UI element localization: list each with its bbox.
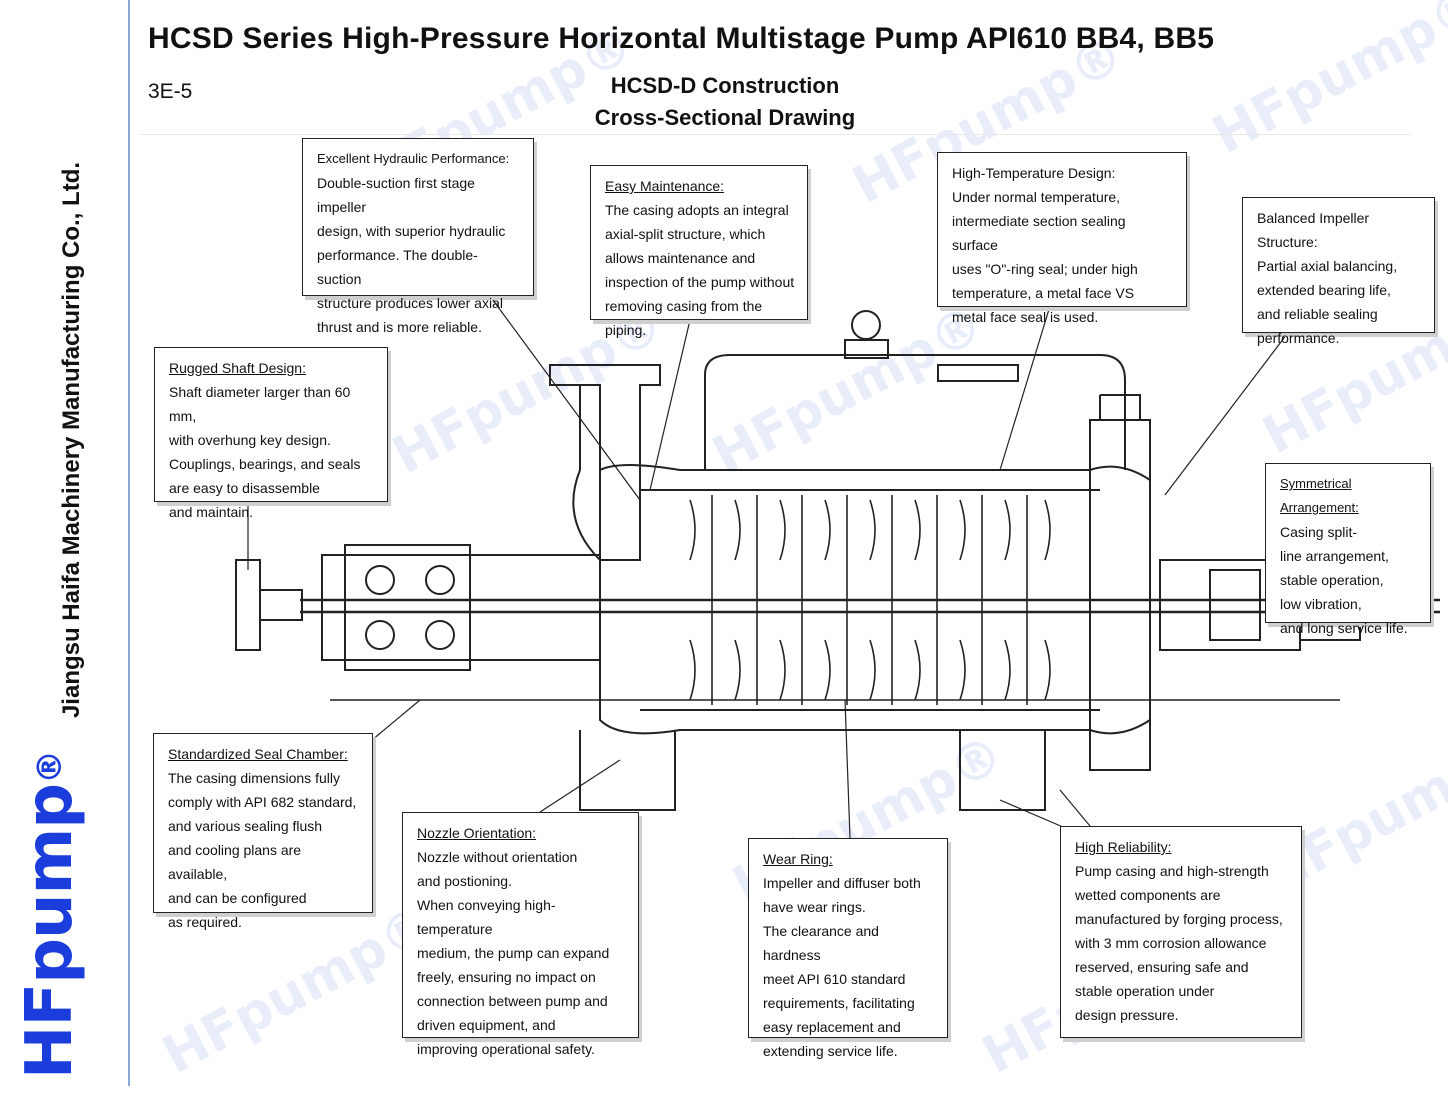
discharge-nozzle <box>959 730 1046 811</box>
drawing-code: 3E-5 <box>148 80 193 103</box>
callout-heading: High Reliability: <box>1075 839 1172 855</box>
lifting-eye <box>851 310 881 340</box>
callout-nozzle-orientation: Nozzle Orientation: Nozzle without orien… <box>402 812 639 1057</box>
callout-heading: High-Temperature Design: <box>952 165 1116 181</box>
callout-text: Casing split- line arrangement, stable o… <box>1280 524 1408 636</box>
leader-lines <box>247 295 1291 839</box>
coupling-flange <box>235 559 261 651</box>
callout-heading: Excellent Hydraulic Performance: <box>317 151 510 166</box>
callout-easy-maintenance: Easy Maintenance: The casing adopts an i… <box>590 165 808 338</box>
right-bearing-housing <box>1159 559 1301 651</box>
callout-heading: Nozzle Orientation: <box>417 825 537 841</box>
callout-seal-chamber: Standardized Seal Chamber: The casing di… <box>153 733 373 930</box>
callout-text: Nozzle without orientation and postionin… <box>417 849 610 1057</box>
sidebar: HFpump® Jiangsu Haifa Machinery Manufact… <box>0 0 130 1086</box>
callout-heading: Symmetrical Arrangement: <box>1280 476 1359 515</box>
balance-pipe <box>704 354 1126 470</box>
drawing-subtitle: HCSD-D Construction Cross-Sectional Draw… <box>560 70 890 134</box>
header-divider <box>140 134 1410 135</box>
callout-heading: Wear Ring: <box>763 851 833 867</box>
pump-cross-section-drawing <box>235 295 1440 839</box>
callout-text: Partial axial balancing, extended bearin… <box>1257 258 1398 346</box>
subtitle-line-2: Cross-Sectional Drawing <box>594 105 856 130</box>
callout-rugged-shaft: Rugged Shaft Design: Shaft diameter larg… <box>154 347 388 520</box>
callout-heading: Balanced Impeller Structure: <box>1257 210 1370 250</box>
callout-wear-ring: Wear Ring: Impeller and diffuser both ha… <box>748 838 948 1059</box>
callout-heading: Easy Maintenance: <box>605 178 725 194</box>
callout-text: Under normal temperature, intermediate s… <box>952 189 1138 325</box>
left-bearing-housing <box>321 554 601 661</box>
callout-high-reliability: High Reliability: Pump casing and high-s… <box>1060 826 1302 1038</box>
callout-symmetrical-arrangement: Symmetrical Arrangement: Casing split- l… <box>1265 463 1431 636</box>
subtitle-line-1: HCSD-D Construction <box>610 73 840 98</box>
callout-balanced-impeller: Balanced Impeller Structure: Partial axi… <box>1242 197 1435 346</box>
end-cover <box>1089 419 1151 771</box>
callout-hydraulic-performance: Excellent Hydraulic Performance: Double-… <box>302 138 534 335</box>
impeller-stages <box>689 495 1051 705</box>
callout-text: The casing dimensions fully comply with … <box>168 770 357 930</box>
callout-high-temperature: High-Temperature Design: Under normal te… <box>937 152 1187 325</box>
callout-text: Shaft diameter larger than 60 mm, with o… <box>169 384 361 520</box>
callout-text: Impeller and diffuser both have wear rin… <box>763 875 921 1059</box>
callout-text: Pump casing and high-strength wetted com… <box>1075 863 1283 1023</box>
callout-text: Double-suction first stage impeller desi… <box>317 175 506 335</box>
callout-text: The casing adopts an integral axial-spli… <box>605 202 795 338</box>
suction-nozzle <box>549 364 661 561</box>
page-title: HCSD Series High-Pressure Horizontal Mul… <box>148 22 1215 55</box>
coupling-hub <box>259 589 303 621</box>
callout-heading: Standardized Seal Chamber: <box>168 746 348 762</box>
callout-heading: Rugged Shaft Design: <box>169 360 306 376</box>
